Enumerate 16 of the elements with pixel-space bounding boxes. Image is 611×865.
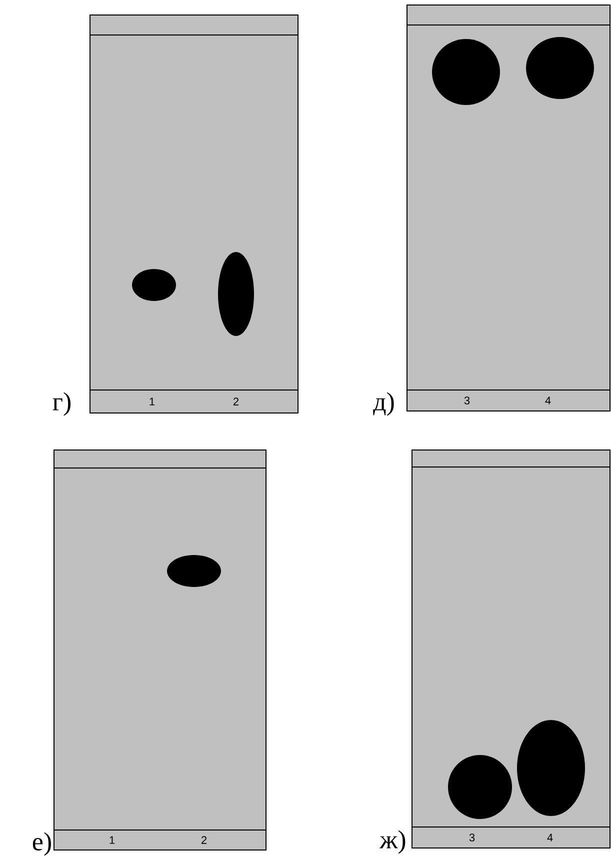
lane-number: 1 xyxy=(150,398,155,406)
tlc-plate-drawing xyxy=(406,4,610,412)
panel-letter: е) xyxy=(32,832,51,856)
panel-letter: д) xyxy=(373,392,394,416)
tlc-plate-drawing xyxy=(54,450,266,850)
lane-number: 3 xyxy=(469,834,475,842)
tlc-plate-drawing xyxy=(90,14,298,414)
tlc-plate-drawing xyxy=(412,450,610,848)
lane-number: 3 xyxy=(464,396,470,404)
lane-number: 2 xyxy=(234,398,238,406)
panel-letter: ж) xyxy=(380,830,406,854)
lane-number: 4 xyxy=(547,834,553,842)
panel-letter: г) xyxy=(52,392,70,416)
lane-number: 2 xyxy=(202,836,206,844)
lane-number: 1 xyxy=(110,836,115,844)
lane-number: 4 xyxy=(545,396,551,404)
